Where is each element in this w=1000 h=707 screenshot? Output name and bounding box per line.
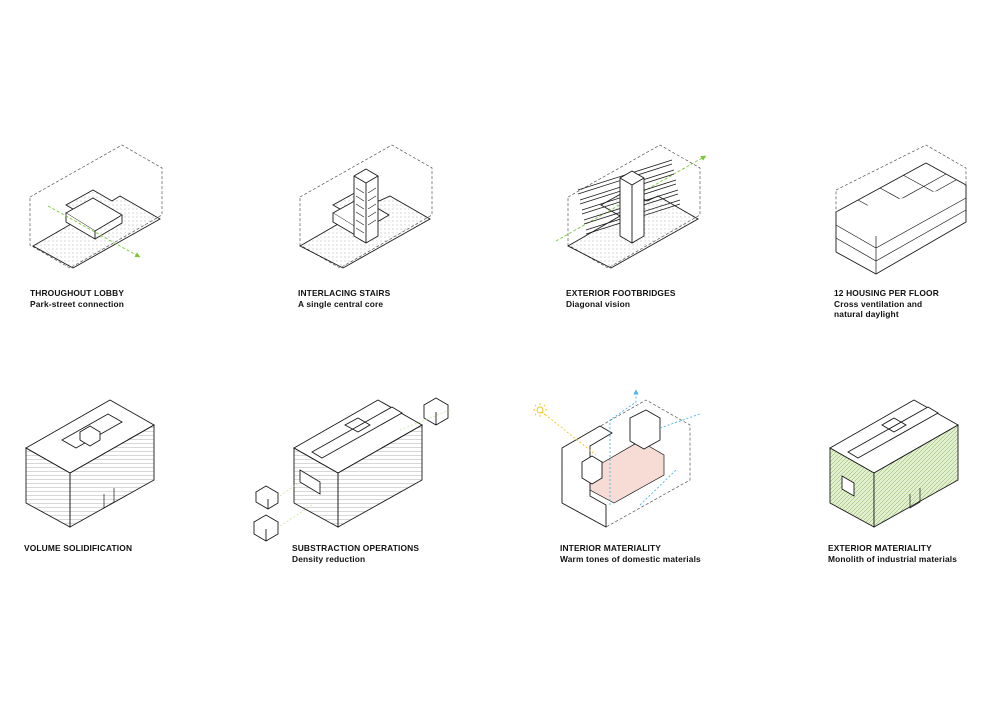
caption-title: SUBSTRACTION OPERATIONS — [292, 543, 420, 553]
caption-interlacing-stairs: INTERLACING STAIRS A single central core — [298, 288, 390, 309]
diagram-exterior-materiality — [829, 399, 959, 528]
diagram-volume-solidification — [25, 399, 155, 528]
caption-interior-materiality: INTERIOR MATERIALITY Warm tones of domes… — [560, 543, 701, 564]
caption-subtitle: Density reduction — [292, 553, 366, 564]
caption-12-housing-per-floor: 12 HOUSING PER FLOOR Cross ventilation a… — [834, 288, 939, 320]
diagram-12-housing-per-floor — [835, 144, 967, 275]
caption-volume-solidification: VOLUME SOLIDIFICATION — [24, 543, 132, 554]
caption-exterior-materiality: EXTERIOR MATERIALITY Monolith of industr… — [828, 543, 957, 564]
right-face-green — [873, 424, 959, 528]
right-face — [69, 424, 155, 528]
caption-subtitle: Cross ventilation and natural daylight — [834, 298, 923, 320]
diagram-interior-materiality — [541, 389, 701, 528]
blue-flow-arrow — [609, 389, 639, 505]
dashed-envelope — [561, 399, 691, 528]
axis-arrow-green — [47, 205, 141, 258]
caption-exterior-footbridges: EXTERIOR FOOTBRIDGES Diagonal vision — [566, 288, 676, 309]
caption-subtitle: A single central core — [298, 298, 384, 309]
caption-title: THROUGHOUT LOBBY — [30, 288, 125, 298]
caption-title: INTERLACING STAIRS — [298, 288, 391, 298]
diagram-throughout-lobby — [29, 144, 163, 269]
dashed-envelope — [567, 144, 701, 269]
caption-title: 12 HOUSING PER FLOOR — [834, 288, 939, 298]
diagram-exterior-footbridges — [555, 144, 707, 269]
caption-title: EXTERIOR FOOTBRIDGES — [566, 288, 676, 298]
caption-title: INTERIOR MATERIALITY — [560, 543, 662, 553]
sun-icon — [533, 403, 547, 417]
main-volume-right — [337, 424, 423, 528]
caption-subtitle: Warm tones of domestic materials — [560, 553, 701, 564]
caption-subtitle: Park-street connection — [30, 298, 125, 309]
dashed-envelope — [299, 144, 433, 269]
caption-substraction-operations: SUBSTRACTION OPERATIONS Density reductio… — [292, 543, 419, 564]
caption-throughout-lobby: THROUGHOUT LOBBY Park-street connection — [30, 288, 124, 309]
caption-subtitle: Monolith of industrial materials — [828, 553, 958, 564]
caption-subtitle: Diagonal vision — [566, 298, 631, 309]
sun-ray — [541, 411, 597, 456]
caption-title: VOLUME SOLIDIFICATION — [24, 543, 133, 553]
caption-title: EXTERIOR MATERIALITY — [828, 543, 932, 553]
diagram-interlacing-stairs — [299, 144, 433, 269]
dashed-envelope — [29, 144, 163, 269]
diagram-substraction-operations — [253, 397, 451, 542]
